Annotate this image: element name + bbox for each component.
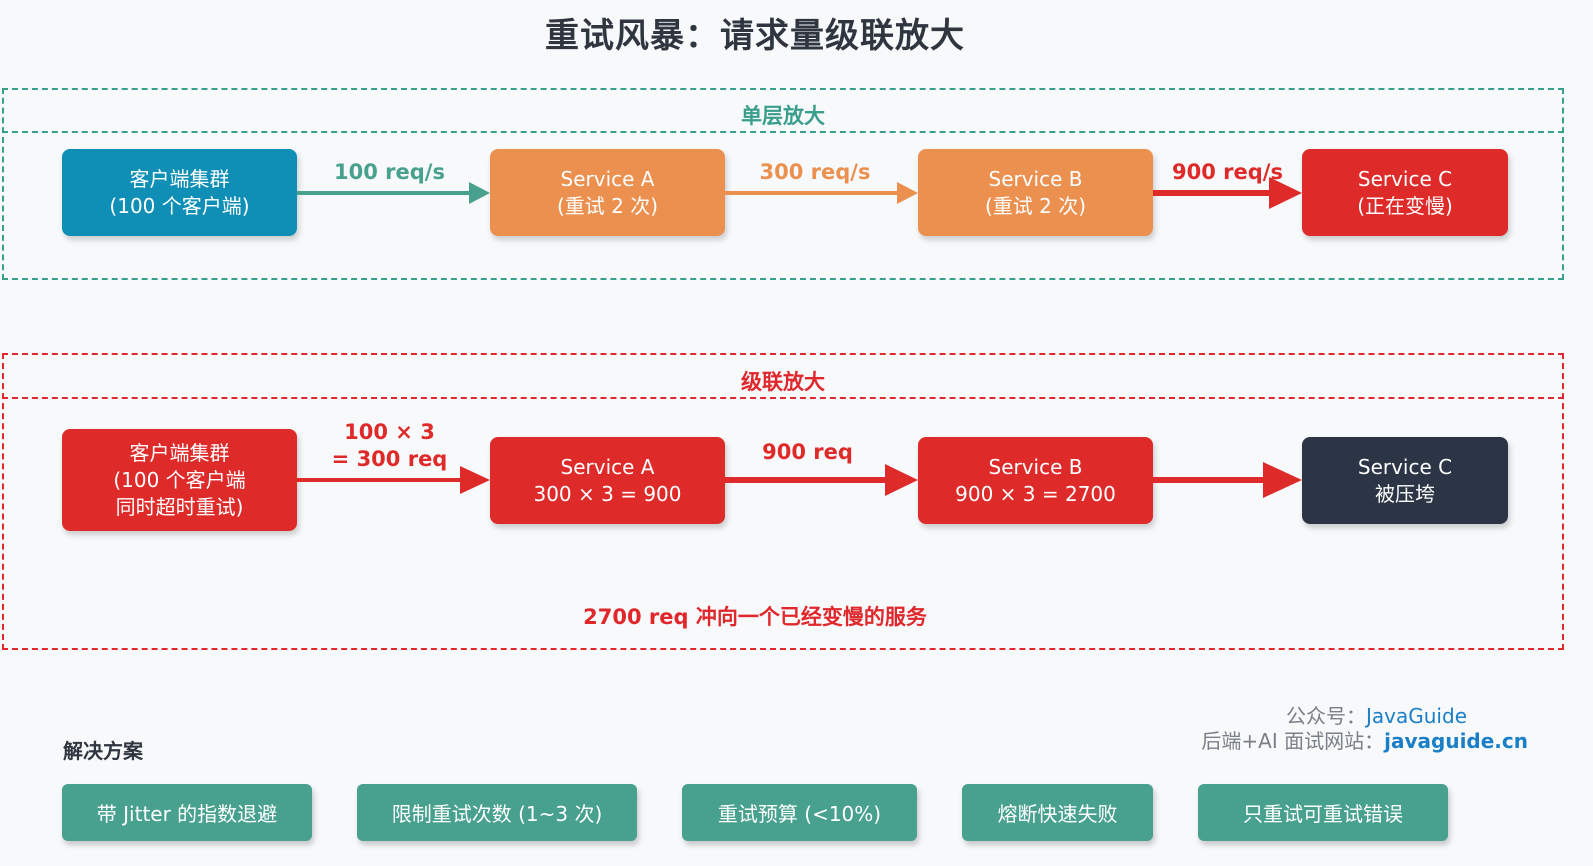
solution-jitter-backoff: 带 Jitter 的指数退避 [62, 784, 312, 841]
node-sublabel: 900 × 3 = 2700 [955, 481, 1116, 506]
node-label: Service C [1357, 454, 1453, 479]
node-label: Service C [1357, 166, 1453, 191]
credit-website: 后端+AI 面试网站：javaguide.cn [1201, 725, 1528, 754]
arrow-icon [1153, 177, 1302, 209]
service-b-node: Service B (重试 2 次) [918, 149, 1153, 236]
cascade-summary: 2700 req 冲向一个已经变慢的服务 [583, 605, 927, 629]
service-b-node: Service B 900 × 3 = 2700 [918, 437, 1153, 524]
service-c-node: Service C (正在变慢) [1302, 149, 1508, 236]
panel-divider [2, 131, 1564, 133]
cascade-amplification-label: 级联放大 [741, 370, 825, 394]
arrow-label-line: 100 × 3 [344, 420, 435, 444]
arrow-client-to-a [297, 173, 490, 213]
service-c-node: Service C 被压垮 [1302, 437, 1508, 524]
solution-limit-retries: 限制重试次数 (1~3 次) [357, 784, 637, 841]
arrow-a-to-b [725, 173, 918, 213]
service-a-node: Service A (重试 2 次) [490, 149, 725, 236]
node-sublabel: (100 个客户端) [109, 193, 250, 218]
node-label: Service B [988, 166, 1083, 191]
node-sublabel: (重试 2 次) [556, 193, 659, 218]
arrow-icon [725, 182, 918, 204]
solution-retry-budget: 重试预算 (<10%) [682, 784, 917, 841]
client-cluster-node: 客户端集群 (100 个客户端) [62, 149, 297, 236]
arrow-icon [297, 466, 490, 494]
node-sublabel: (100 个客户端 [113, 467, 246, 492]
client-cluster-node: 客户端集群 (100 个客户端 同时超时重试) [62, 429, 297, 531]
node-sublabel: 被压垮 [1375, 481, 1435, 506]
single-amplification-label: 单层放大 [741, 104, 825, 128]
arrow-label-line: = 300 req [331, 447, 448, 471]
credit-link[interactable]: JavaGuide [1366, 704, 1467, 728]
node-label: Service A [560, 454, 655, 479]
node-label: 客户端集群 [129, 166, 230, 191]
credit-prefix: 公众号： [1286, 704, 1367, 728]
node-sublabel: (重试 2 次) [984, 193, 1087, 218]
arrow-label-900-req: 900 req/s [1172, 160, 1283, 184]
arrow-icon [725, 464, 918, 496]
arrow-a-to-b [725, 460, 918, 500]
node-sublabel: 300 × 3 = 900 [533, 481, 682, 506]
arrow-b-to-c [1153, 173, 1302, 213]
credit-prefix: 后端+AI 面试网站： [1201, 729, 1385, 753]
node-label: Service A [560, 166, 655, 191]
arrow-label-300-req: 100 × 3 = 300 req [297, 419, 482, 473]
single-amplification-panel [2, 88, 1564, 280]
credit-link[interactable]: javaguide.cn [1384, 729, 1528, 753]
page-title: 重试风暴：请求量级联放大 [545, 16, 965, 56]
arrow-label-900-req: 900 req [762, 440, 853, 464]
solutions-title: 解决方案 [63, 739, 143, 763]
node-label: 客户端集群 [129, 440, 230, 465]
arrow-label-300-req: 300 req/s [759, 160, 871, 184]
credit-wechat: 公众号：JavaGuide [1286, 700, 1467, 729]
panel-divider [2, 397, 1564, 399]
arrow-icon [1153, 462, 1302, 498]
arrow-client-to-a [297, 460, 490, 500]
service-a-node: Service A 300 × 3 = 900 [490, 437, 725, 524]
node-label: Service B [988, 454, 1083, 479]
cascade-amplification-panel [2, 353, 1564, 650]
solution-circuit-breaker: 熔断快速失败 [962, 784, 1153, 841]
arrow-icon [297, 182, 490, 204]
arrow-label-100-req: 100 req/s [334, 160, 445, 184]
solution-retryable-errors: 只重试可重试错误 [1198, 784, 1448, 841]
node-sublabel: (正在变慢) [1357, 193, 1453, 218]
arrow-b-to-c [1153, 460, 1302, 500]
node-sublabel: 同时超时重试) [115, 494, 244, 519]
